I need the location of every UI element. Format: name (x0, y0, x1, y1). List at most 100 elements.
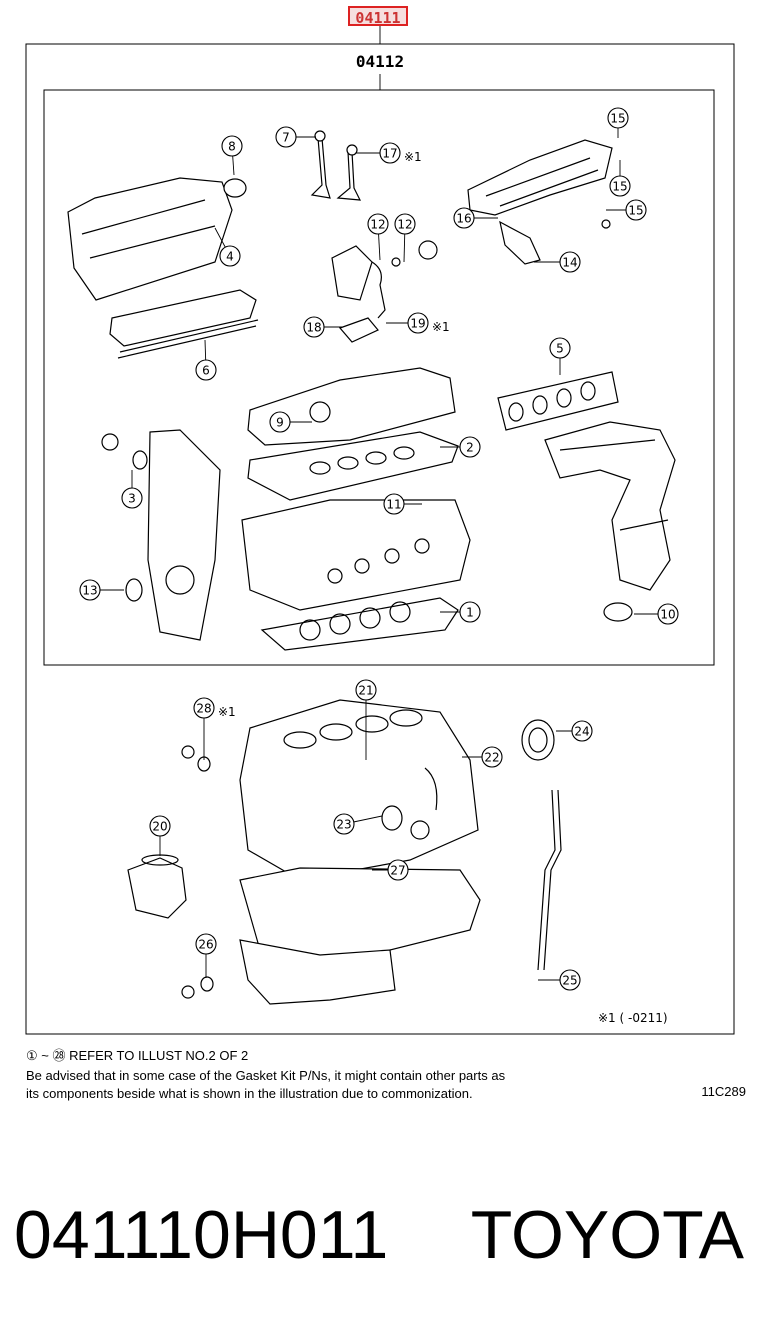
callout-c6: 6 (195, 339, 217, 381)
callout-c13: 13 (79, 579, 124, 601)
callout-c25: 25 (538, 969, 581, 991)
intake-manifold-drawing (467, 139, 613, 265)
callout-number: 6 (202, 364, 210, 378)
callout-c12b: 12 (394, 213, 416, 263)
callout-circle (407, 312, 429, 334)
callout-c11: 11 (383, 493, 422, 515)
callout-c26: 26 (195, 933, 217, 978)
callout-applicability-mark: ※1 (404, 150, 422, 164)
callout-c20: 20 (149, 815, 171, 856)
callout-circle (571, 720, 593, 742)
sub-kit-code-label: 04112 (355, 52, 405, 71)
advice-line-1: Be advised that in some case of the Gask… (26, 1068, 506, 1083)
exhaust-gasket-drawing (497, 371, 619, 431)
valve-drawing (310, 130, 362, 201)
applicability-note: ※1 ( -0211) (598, 1011, 668, 1025)
callout-number: 15 (612, 180, 627, 194)
callout-circle (303, 316, 325, 338)
dipstick-drawing (537, 789, 562, 971)
callout-c17: 17 ※1 (356, 142, 422, 164)
callout-circle (549, 337, 571, 359)
callout-c12a: 12 (367, 213, 389, 261)
callout-circle (355, 679, 377, 701)
callout-number: 19 (410, 317, 425, 331)
advice-line-2: its components beside what is shown in t… (26, 1086, 473, 1101)
part-number: 041110H011 (14, 1197, 389, 1273)
brand-name: TOYOTA (470, 1197, 744, 1273)
callout-circle (275, 126, 297, 148)
callout-circle (379, 142, 401, 164)
callout-circle (195, 359, 217, 381)
callout-c8: 8 (221, 135, 243, 176)
timing-cover-drawing (101, 429, 221, 641)
callout-number: 3 (128, 492, 136, 506)
callout-c22: 22 (462, 746, 503, 768)
rear-seal-drawing (521, 719, 555, 761)
callout-number: 4 (226, 250, 234, 264)
callout-number: 25 (562, 974, 577, 988)
callout-number: 28 (196, 702, 211, 716)
callout-circle (79, 579, 101, 601)
callout-c10: 10 (634, 603, 679, 625)
callout-number: 21 (358, 684, 373, 698)
callout-number: 20 (152, 820, 167, 834)
callout-c1: 1 (440, 601, 481, 623)
callout-c19: 19 ※1 (386, 312, 450, 334)
callout-c3: 3 (121, 470, 143, 509)
callout-number: 2 (466, 441, 474, 455)
callout-number: 11 (386, 498, 401, 512)
callout-circle (333, 813, 355, 835)
callout-c18: 18 (303, 316, 342, 338)
callout-circle (121, 487, 143, 509)
engine-block-drawing (239, 699, 481, 1005)
callout-circle (609, 175, 631, 197)
water-pump-drawing (127, 745, 214, 999)
callout-c7: 7 (275, 126, 316, 148)
callout-number: 24 (574, 725, 589, 739)
callout-number: 26 (198, 938, 213, 952)
inner-frame (43, 89, 715, 666)
callout-applicability-mark: ※1 (218, 705, 236, 719)
callout-number: 12 (397, 218, 412, 232)
footer-banner: 041110H011 TOYOTA (14, 1190, 750, 1280)
callout-c4: 4 (214, 227, 241, 267)
callout-number: 5 (556, 342, 564, 356)
exhaust-manifold-drawing (544, 421, 676, 622)
callout-number: 9 (276, 416, 284, 430)
callout-circle (221, 135, 243, 157)
callout-c23: 23 (333, 813, 383, 835)
callout-circle (387, 859, 409, 881)
callout-number: 22 (484, 751, 499, 765)
illustration-id: 11C289 (701, 1084, 746, 1099)
callout-number: 23 (336, 818, 351, 832)
callout-c27: 27 (372, 859, 409, 881)
callout-c15a: 15 (607, 107, 629, 138)
callout-circle (459, 601, 481, 623)
callout-number: 18 (306, 321, 321, 335)
callout-circle (459, 436, 481, 458)
callout-number: 17 (382, 147, 397, 161)
callout-c24: 24 (556, 720, 593, 742)
callout-applicability-mark: ※1 (432, 320, 450, 334)
callout-number: 1 (466, 606, 474, 620)
callout-circle (607, 107, 629, 129)
callout-number: 15 (628, 204, 643, 218)
callout-number: 8 (228, 140, 236, 154)
kit-code-label: 04111 (348, 6, 408, 27)
callout-c15c: 15 (606, 199, 647, 221)
callout-circle (481, 746, 503, 768)
callout-circle (394, 213, 416, 235)
callout-circle (269, 411, 291, 433)
callout-number: 10 (660, 608, 675, 622)
cam-cover-drawing (247, 367, 459, 501)
callout-circle (149, 815, 171, 837)
callout-circle (383, 493, 405, 515)
head-cover-drawing (67, 177, 259, 359)
callout-circle (367, 213, 389, 235)
callout-number: 13 (82, 584, 97, 598)
callout-circle (219, 245, 241, 267)
callout-c15b: 15 (609, 160, 631, 197)
callout-circle (625, 199, 647, 221)
callout-c14: 14 (534, 251, 581, 273)
